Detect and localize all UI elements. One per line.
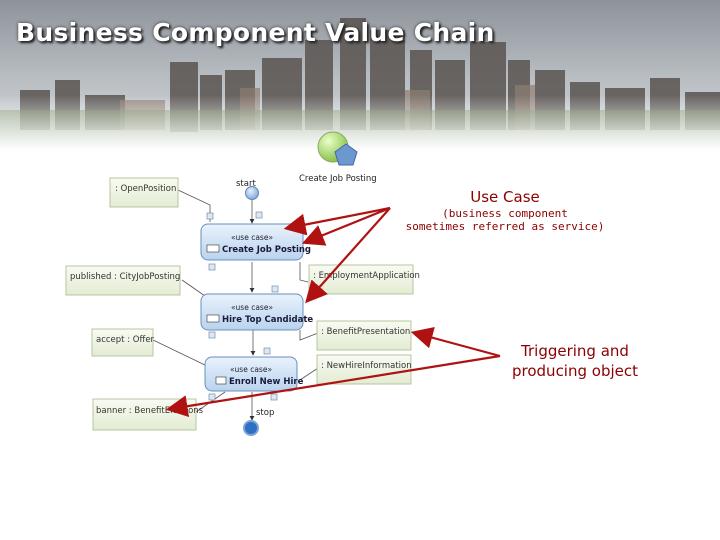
annotation-use-case-title: Use Case [470,188,540,206]
object-label: : NewHireInformation [321,361,412,371]
object-label: accept : Offer [96,335,155,345]
object-banner: banner : BenefitElections [92,398,204,431]
process-icon [317,131,358,166]
annotation-arrows [165,206,501,418]
use-case-enroll-new-hire: «use case» Enroll New Hire [204,356,304,392]
object-accept: accept : Offer [91,328,155,357]
use-case-stereotype: «use case» [230,365,272,374]
annotation-line: Triggering and [521,342,629,360]
annotation-triggering: Triggering and producing object [490,341,660,381]
object-benefit-presentation: : BenefitPresentation [316,320,412,351]
object-label: : BenefitPresentation [321,327,410,337]
use-case-hire-top-candidate: «use case» Hire Top Candidate [200,293,313,331]
use-case-create-job-posting: «use case» Create Job Posting [200,223,311,261]
use-case-icon [206,244,220,253]
use-case-icon [206,314,220,323]
object-open-position: : OpenPosition [109,177,179,208]
slide-title: Business Component Value Chain [16,18,495,47]
object-label: banner : BenefitElections [96,406,204,416]
annotation-line: (business component [442,207,568,220]
object-label: : OpenPosition [115,184,176,194]
stop-label: stop [256,408,274,418]
top-process-label: Create Job Posting [299,174,377,184]
use-case-stereotype: «use case» [231,233,273,242]
start-label: start [236,179,256,189]
use-case-stereotype: «use case» [231,303,273,312]
object-published: published : CityJobPosting [65,265,181,296]
use-case-name: Enroll New Hire [229,377,304,387]
stop-node [243,420,259,436]
annotation-line: sometimes referred as service) [405,220,605,233]
annotation-line: producing object [512,362,638,380]
use-case-name: Hire Top Candidate [222,315,313,325]
use-case-icon [215,376,227,385]
object-label: : EmploymentApplication [313,271,420,281]
object-new-hire-information: : NewHireInformation [316,354,412,385]
annotation-use-case-subtitle: (business component sometimes referred a… [395,207,615,233]
start-node [245,186,259,200]
skyline-banner [0,0,720,150]
object-label: published : CityJobPosting [70,272,180,282]
use-case-name: Create Job Posting [222,245,311,255]
